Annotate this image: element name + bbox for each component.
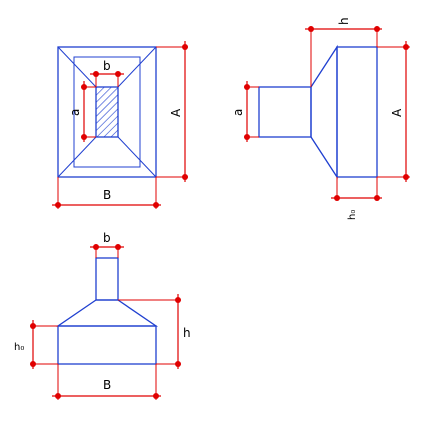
side-view-right: h a A: [231, 17, 410, 220]
side-label-a: a: [231, 109, 245, 116]
plan-label-b: b: [103, 59, 111, 73]
plan-diagonal-tl: [57, 46, 97, 88]
side-column: [258, 86, 312, 138]
side-label-h: h: [337, 17, 351, 25]
side-sloped-pedestal: [310, 44, 338, 180]
front-label-h: h: [183, 326, 191, 340]
plan-label-A: A: [169, 108, 183, 117]
side-dimension-h0: h₀: [331, 177, 382, 220]
plan-inner-frame: [73, 56, 141, 168]
plan-label-a: a: [68, 109, 82, 116]
front-label-B: B: [103, 378, 111, 392]
front-dimension-h0: h₀: [14, 320, 58, 369]
front-view-bottom: b h h₀: [14, 231, 191, 400]
side-label-h0: h₀: [347, 210, 358, 220]
front-dimension-h: h: [118, 294, 191, 369]
plan-diagonal-tr: [117, 46, 157, 88]
front-dimension-B: B: [52, 364, 161, 400]
plan-outer-rect: [57, 46, 157, 178]
side-dimension-a: a: [231, 81, 259, 142]
front-label-h0: h₀: [14, 342, 24, 353]
front-base-block: [57, 325, 157, 365]
side-base-block: [336, 46, 378, 178]
plan-dimension-b: b: [90, 59, 124, 87]
plan-dimension-a: a: [68, 81, 96, 142]
plan-label-B: B: [103, 188, 111, 202]
plan-dimension-B: B: [52, 177, 161, 209]
front-label-b: b: [103, 231, 111, 245]
front-dimension-b: b: [90, 231, 124, 258]
front-sloped-pedestal: [55, 299, 159, 327]
side-dimension-A: A: [377, 41, 410, 182]
plan-dimension-A: A: [156, 41, 188, 182]
front-column: [95, 257, 119, 301]
side-dimension-h: h: [305, 17, 382, 87]
plan-diagonal-bl: [57, 136, 97, 178]
side-label-A: A: [390, 108, 404, 117]
plan-diagonal-br: [117, 136, 157, 178]
plan-view: b a A: [52, 41, 188, 209]
plan-column-section: [95, 86, 119, 138]
